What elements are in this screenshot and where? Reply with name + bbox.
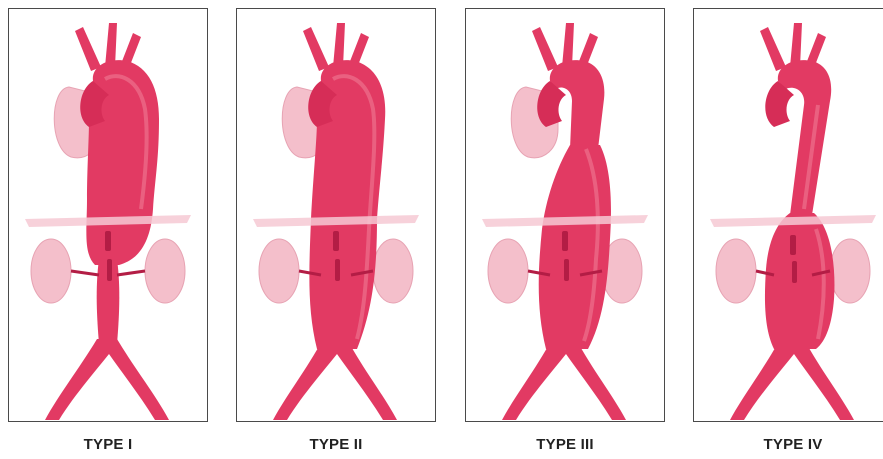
right-kidney <box>830 239 870 303</box>
left-kidney <box>31 239 71 303</box>
iliac-arteries <box>273 339 397 420</box>
left-kidney <box>716 239 756 303</box>
aorta-illustration-type-4 <box>694 9 883 420</box>
panel-type-3 <box>465 8 665 422</box>
aorta-illustration-type-1 <box>9 9 206 420</box>
visceral-branches <box>105 231 111 251</box>
panel-type-1 <box>8 8 208 422</box>
aneurysm-sac <box>539 145 611 349</box>
visceral-branches <box>333 231 339 251</box>
caption-type-2: TYPE II <box>236 436 436 453</box>
visceral-branches <box>790 235 796 255</box>
iliac-arteries <box>502 339 626 420</box>
left-kidney <box>488 239 528 303</box>
iliac-arteries <box>730 339 854 420</box>
caption-type-4: TYPE IV <box>693 436 883 453</box>
iliac-arteries <box>45 339 169 420</box>
right-kidney <box>373 239 413 303</box>
right-kidney <box>145 239 185 303</box>
aorta-illustration-type-3 <box>466 9 663 420</box>
aortic-arch-loop <box>537 81 566 127</box>
caption-type-3: TYPE III <box>465 436 665 453</box>
caption-type-1: TYPE I <box>8 436 208 453</box>
panel-type-2 <box>236 8 436 422</box>
aorta-illustration-type-2 <box>237 9 434 420</box>
panel-type-4 <box>693 8 883 422</box>
left-kidney <box>259 239 299 303</box>
aortic-arch-loop <box>765 81 794 127</box>
visceral-branches <box>562 231 568 251</box>
